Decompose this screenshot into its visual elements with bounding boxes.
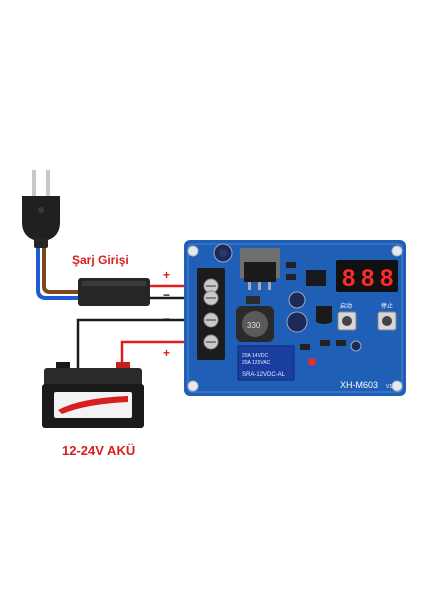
capacitor-mid-2 (286, 311, 308, 333)
relay (237, 345, 295, 381)
display-digit-3: 8 (380, 265, 393, 292)
stop-button[interactable] (377, 311, 397, 331)
button-start-label: 启动 (340, 302, 352, 310)
charger-adapter (78, 278, 150, 306)
plug-prong-left (32, 170, 36, 196)
capacitor-mid-1 (288, 291, 306, 309)
smd-resistor-1 (320, 340, 330, 346)
smd-chip-1 (246, 296, 260, 304)
battery-terminal-positive (116, 362, 130, 370)
smd-diode-1 (286, 262, 296, 268)
plug-body (22, 196, 60, 240)
adapter-highlight (82, 281, 146, 286)
transistor (316, 306, 332, 324)
capacitor-small (350, 340, 362, 352)
battery-label-swoosh (58, 396, 128, 414)
mounting-hole-bottom-right (391, 380, 403, 392)
battery (42, 362, 144, 428)
smd-resistor-2 (336, 340, 346, 346)
capacitor-top-cap (219, 249, 227, 257)
board-model-label: XH-M603 (340, 380, 378, 390)
relay-model: SRA-12VDC-AL (242, 372, 286, 378)
battery-wire-positive (120, 340, 198, 368)
regulator-body (244, 262, 276, 282)
polarity-plus-bottom: + (163, 346, 170, 360)
button-stop-label: 停止 (381, 302, 393, 310)
ac-cable (36, 245, 80, 300)
display-digit-2: 8 (361, 265, 374, 292)
microcontroller-chip (306, 270, 326, 286)
battery-terminal-negative (56, 362, 70, 370)
mounting-hole-top-right (391, 245, 403, 257)
ac-wire-brown (42, 245, 80, 294)
start-button[interactable] (337, 311, 357, 331)
polarity-minus-bottom: − (163, 312, 170, 326)
inductor-core (242, 311, 268, 337)
pcb-outline-silkscreen (187, 243, 403, 393)
seven-segment-display (336, 260, 398, 292)
display-digit-1: 8 (342, 265, 355, 292)
ac-plug (22, 170, 60, 248)
relay-rating-line2: 20A 125VAC (242, 360, 271, 366)
battery-wire-negative (76, 318, 198, 368)
ac-wire-blue (36, 245, 80, 300)
charge-input-label: Şarj Girişi (72, 253, 129, 267)
plug-prong-right (46, 170, 50, 196)
relay-rating-line1: 20A 14VDC (242, 353, 269, 359)
status-led (308, 358, 316, 366)
plug-rivet (38, 207, 44, 213)
smd-resistor-3 (300, 344, 310, 350)
mounting-hole-bottom-left (187, 380, 199, 392)
mounting-hole-top-left (187, 245, 199, 257)
battery-lid (44, 368, 142, 386)
polarity-minus-top: − (163, 288, 170, 302)
polarity-plus-top: + (163, 268, 170, 282)
plug-strain-relief (34, 238, 48, 248)
smd-diode-2 (286, 274, 296, 280)
battery-voltage-label: 12-24V AKÜ (62, 443, 135, 458)
pcb-board: 8 8 8 330 启动 停止 20A 14VDC 20A 125VAC SRA… (184, 240, 406, 396)
inductor-marking: 330 (247, 321, 261, 330)
board-version-label: V1 (386, 384, 392, 390)
terminal-screws (203, 278, 219, 350)
